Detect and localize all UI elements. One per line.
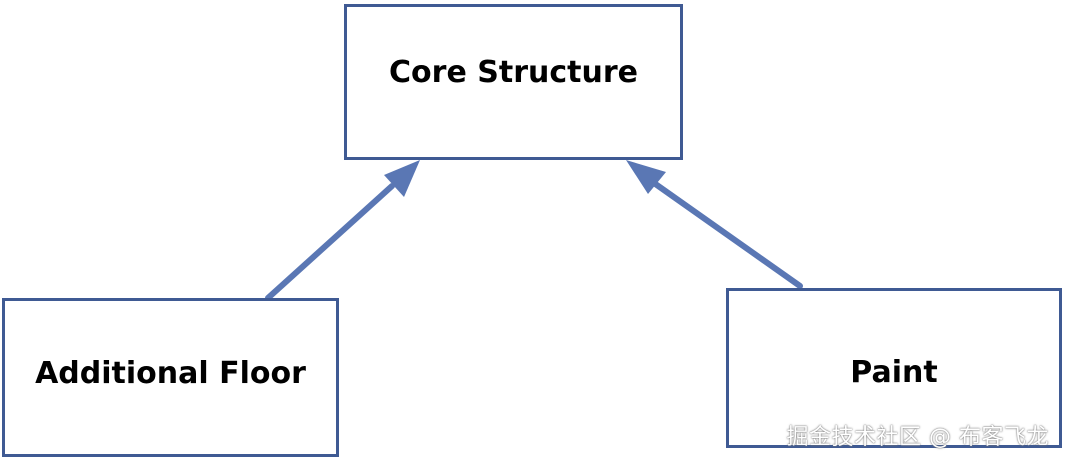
paint-label: Paint [850,354,938,390]
arrow-paint-to-core [626,160,803,289]
additional-floor-label: Additional Floor [35,356,306,391]
watermark: 掘金技术社区 @ 布客飞龙 [786,425,1049,450]
paint-box: Paint [726,288,1062,448]
core-structure-label: Core Structure [389,54,638,90]
additional-floor-box: Additional Floor [2,298,339,457]
arrow-floor-to-core [265,160,420,301]
core-structure-box: Core Structure [344,4,683,160]
